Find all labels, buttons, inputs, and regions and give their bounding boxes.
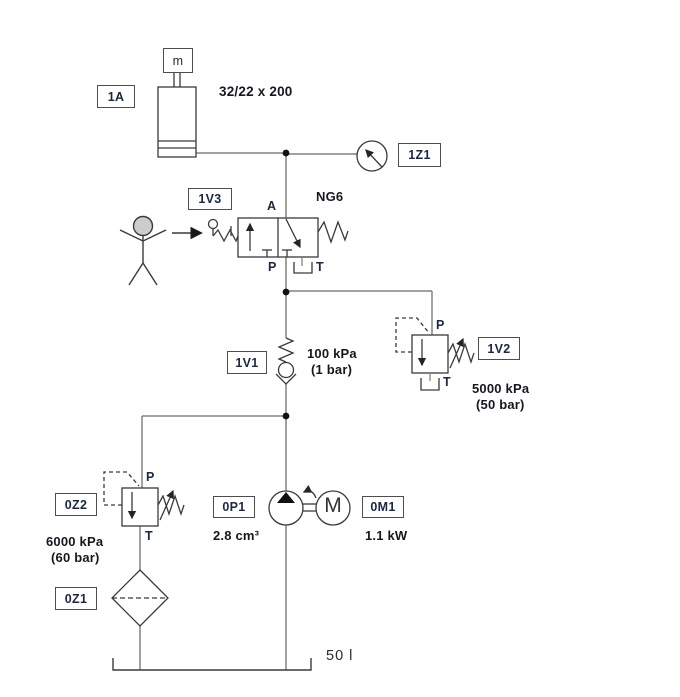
relief-spring-icon — [447, 341, 475, 365]
valve-spring-icon — [317, 220, 349, 244]
gauge-needle — [365, 149, 383, 168]
relief-0z2-port-p: P — [146, 470, 155, 484]
valve-id: 1V3 — [198, 192, 222, 206]
relief-valve-1v2-symbol — [395, 317, 475, 391]
port-t-label: T — [316, 260, 324, 274]
filter-id-box: 0Z1 — [55, 587, 97, 610]
pump-id-box: 0P1 — [213, 496, 255, 518]
checkvalve-pressure: 100 kPa — [307, 346, 357, 361]
operator-figure-icon — [119, 215, 203, 286]
relief-1v2-id: 1V2 — [487, 341, 511, 356]
cylinder-id: 1A — [107, 89, 125, 104]
pilot-line — [395, 317, 430, 353]
motor-letter: M — [324, 494, 342, 517]
port-p-label: P — [268, 260, 277, 274]
check-valve-symbol — [275, 337, 297, 385]
pressure-gauge-icon — [356, 140, 388, 172]
push-button-icon — [207, 218, 219, 230]
relief-0z2-id: 0Z2 — [64, 497, 88, 512]
relief-valve-0z2-symbol — [103, 471, 185, 527]
relief-1v2-id-box: 1V2 — [478, 337, 520, 360]
figure-head — [132, 215, 154, 237]
motor-id: 0M1 — [370, 500, 396, 514]
figure-legs — [128, 261, 158, 286]
checkvalve-pressure-bar: (1 bar) — [311, 362, 353, 377]
pump-motor-group — [268, 485, 351, 526]
relief-0z2-pressure-bar: (60 bar) — [51, 550, 100, 565]
pump-displacement: 2.8 cm³ — [213, 528, 260, 543]
filter-symbol — [111, 569, 169, 627]
check-valve-spring — [277, 337, 295, 363]
motor-id-box: 0M1 — [362, 496, 404, 518]
motor-circle — [315, 490, 351, 526]
gauge-id: 1Z1 — [408, 148, 431, 162]
rotation-arrow — [302, 485, 317, 499]
filter-id: 0Z1 — [64, 591, 88, 606]
checkvalve-id: 1V1 — [235, 355, 259, 370]
relief-0z2-port-t: T — [145, 529, 153, 543]
valve-size-label: NG6 — [316, 189, 344, 204]
junction-dot — [282, 412, 290, 420]
pump-circle — [268, 490, 304, 526]
port-a-label: A — [267, 199, 277, 213]
tank-capacity-label: 50 l — [326, 648, 354, 664]
mass-label: m — [172, 53, 184, 68]
cylinder-id-box: 1A — [97, 85, 135, 108]
mass-box: m — [163, 48, 193, 73]
junction-dots — [282, 149, 290, 420]
gauge-id-box: 1Z1 — [398, 143, 441, 167]
tank-symbol — [293, 262, 313, 274]
junction-dot — [282, 149, 290, 157]
checkvalve-id-box: 1V1 — [227, 351, 267, 374]
figure-arms — [119, 229, 167, 242]
tank-symbol — [420, 378, 440, 391]
cylinder-symbol — [157, 73, 197, 158]
pipe-network — [139, 152, 433, 670]
relief-0z2-id-box: 0Z2 — [55, 493, 97, 516]
valve-drain-arrow — [285, 218, 301, 249]
pump-flow-triangle — [277, 492, 295, 503]
reservoir-symbol — [112, 658, 312, 671]
relief-1v2-pressure-bar: (50 bar) — [476, 397, 525, 412]
cylinder-spec: 32/22 x 200 — [219, 84, 293, 99]
relief-1v2-port-p: P — [436, 318, 445, 332]
pump-id: 0P1 — [222, 500, 246, 514]
valve-id-box: 1V3 — [188, 188, 232, 210]
pilot-line — [103, 471, 140, 506]
check-valve-seat — [275, 373, 297, 385]
relief-1v2-port-t: T — [443, 375, 451, 389]
motor-power: 1.1 kW — [365, 528, 408, 543]
relief-1v2-pressure: 5000 kPa — [472, 381, 530, 396]
junction-dot — [282, 288, 290, 296]
relief-spring-icon — [157, 493, 185, 517]
adjustment-arrow — [449, 337, 464, 369]
directional-valve-symbol — [207, 217, 349, 274]
relief-0z2-pressure: 6000 kPa — [46, 534, 104, 549]
adjustment-arrow — [159, 489, 174, 521]
check-valve-ball — [277, 361, 295, 379]
